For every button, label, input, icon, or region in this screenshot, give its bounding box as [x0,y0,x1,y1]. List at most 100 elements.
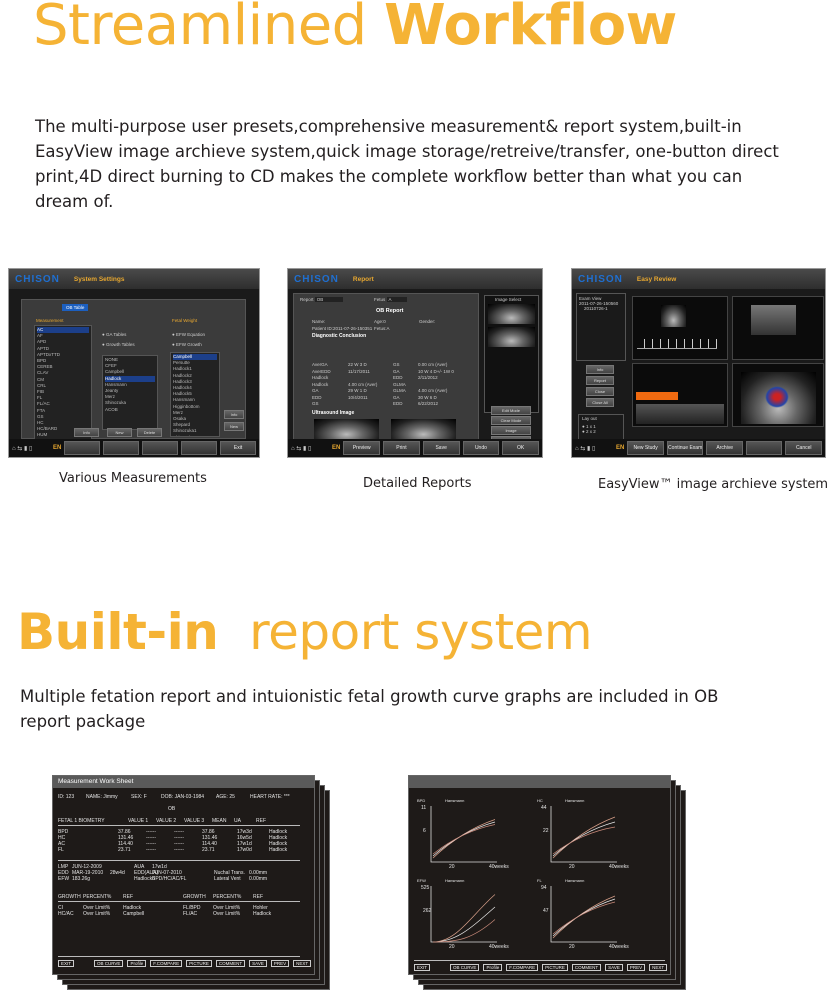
sheet-button-1[interactable]: OB CURVE [94,960,124,967]
sheet-button-0[interactable]: EXIT [414,964,431,971]
sheet-button-1[interactable]: OB CURVE [450,964,480,971]
cancel-button[interactable]: Cancel [785,441,822,455]
list-item[interactable]: Hansmann [173,397,195,403]
blank-button[interactable] [142,441,179,455]
ok-button[interactable]: OK [502,441,540,455]
image-kidney-color[interactable] [732,363,824,427]
image-bmode[interactable] [732,296,824,360]
image-button[interactable]: Image [491,426,531,435]
list-item[interactable]: APTDxTTD [37,351,60,357]
radio-efw-growth[interactable]: ● EFW Growth [172,342,202,347]
sheet-button-5[interactable]: COMMENT [215,960,246,967]
list-item[interactable]: CFEF [105,363,117,369]
list-item[interactable]: CEREB [37,364,53,370]
sheet-button-3[interactable]: F.COMPARE [506,964,539,971]
list-item[interactable]: GS [37,413,44,419]
edit-mode-button[interactable]: Edit Mode [491,406,531,415]
list-item[interactable]: Hadlock3 [173,378,192,384]
thumbnail[interactable] [488,304,535,324]
radio-growth-tables[interactable]: ● Growth Tables [102,342,135,347]
list-item[interactable]: Merz [105,394,115,400]
sheet-button-7[interactable]: PREV [626,964,646,971]
tab-ob-table[interactable]: OB Table [62,304,89,311]
list-item[interactable]: Shinozuka2 [173,435,217,436]
list-item[interactable]: HC/BARD [37,426,58,432]
clear-mode-button[interactable]: Clear Mode [491,416,531,425]
close-all-button[interactable]: Close All [586,398,614,407]
list-item[interactable]: CRL [37,382,47,388]
sheet-button-2[interactable]: Profile [127,960,147,967]
side-new-button[interactable]: New [224,422,244,431]
list-item[interactable]: BPD [37,358,47,364]
fetus-select[interactable]: Fetus A [374,297,407,302]
radio-ga-tables[interactable]: ● GA Tables [102,332,127,337]
list-item[interactable]: Hadlock5 [173,391,192,397]
list-item[interactable]: Osaka [173,416,187,422]
preview-button[interactable]: Preview [343,441,381,455]
list-item[interactable]: Shepard [173,422,191,428]
list-item[interactable]: Campbell [105,369,125,375]
list-item[interactable]: CLAV [37,370,49,376]
sheet-button-2[interactable]: Profile [483,964,503,971]
blank-button[interactable] [64,441,101,455]
list-item[interactable]: HC [37,420,44,426]
sheet-button-6[interactable]: SAVE [249,960,267,967]
exam-view-tree[interactable]: Exam View 2011-07-26-150560 20110726-1 [576,293,626,361]
new-study-button[interactable]: New Study [627,441,664,455]
info-button[interactable]: Info [74,428,99,437]
list-item[interactable]: Campbell [173,354,217,361]
list-item[interactable]: FL [37,395,43,401]
close-button[interactable]: Close [586,387,614,396]
new-button[interactable]: New [107,428,132,437]
sheet-button-6[interactable]: SAVE [605,964,623,971]
image-color-flow[interactable] [632,363,728,427]
list-item[interactable]: Hansmann [105,381,127,387]
tree-item[interactable]: 20110726-1 [584,306,608,311]
list-item[interactable]: APD [37,339,47,345]
sheet-button-0[interactable]: EXIT [58,960,75,967]
print-button[interactable]: Print [383,441,420,455]
report-button[interactable]: Report [586,376,614,385]
sheet-button-8[interactable]: NEXT [293,960,312,967]
list-item[interactable]: Hadlock [105,375,155,382]
list-item[interactable]: NONE [105,357,119,362]
list-item[interactable]: CM [37,376,44,382]
list-item[interactable]: Higginbottom [173,403,200,409]
list-item[interactable]: ACOB [105,406,118,412]
delete-button[interactable]: Delete [137,428,162,437]
undo-button[interactable]: Undo [462,441,500,455]
list-item[interactable]: Hadlock4 [173,385,192,391]
list-item[interactable]: FIB [37,389,45,395]
list-item[interactable]: Hadlock1 [173,366,192,372]
list-item[interactable]: FL/AC [37,401,50,407]
thumbnail[interactable] [488,327,535,347]
continue-exam-button[interactable]: Continue Exam [666,441,704,455]
sheet-button-7[interactable]: PREV [270,960,290,967]
list-item[interactable]: AC [37,327,89,334]
sheet-button-8[interactable]: NEXT [649,964,668,971]
list-item[interactable]: Persutte [173,360,190,366]
radio-layout-2x2[interactable]: ● 2 x 2 [582,429,596,434]
save-button[interactable]: Save [422,441,460,455]
list-item[interactable]: Shinozuka [105,400,127,406]
sheet-button-4[interactable]: PICTURE [186,960,212,967]
report-select[interactable]: Report OB [300,297,344,302]
list-item[interactable]: Shinozuka1 [173,428,197,434]
list-item[interactable]: HUM [37,432,48,438]
radio-layout-1x1[interactable]: ● 1 x 1 [582,424,596,429]
info-button[interactable]: Info [586,365,614,374]
list-item[interactable]: Hadlock2 [173,372,192,378]
exit-button[interactable]: Exit [220,441,257,455]
blank-button[interactable] [181,441,218,455]
radio-efw-equation[interactable]: ● EFW Equation [172,332,205,337]
list-item[interactable]: AF [37,333,43,339]
blank-button[interactable] [745,441,783,455]
list-item[interactable]: APTD [37,345,50,351]
list-item[interactable]: Merz [173,409,183,415]
list-item[interactable]: FTA [37,407,46,413]
archive-button[interactable]: Archive [706,441,743,455]
sheet-button-5[interactable]: COMMENT [571,964,602,971]
sheet-button-4[interactable]: PICTURE [542,964,568,971]
